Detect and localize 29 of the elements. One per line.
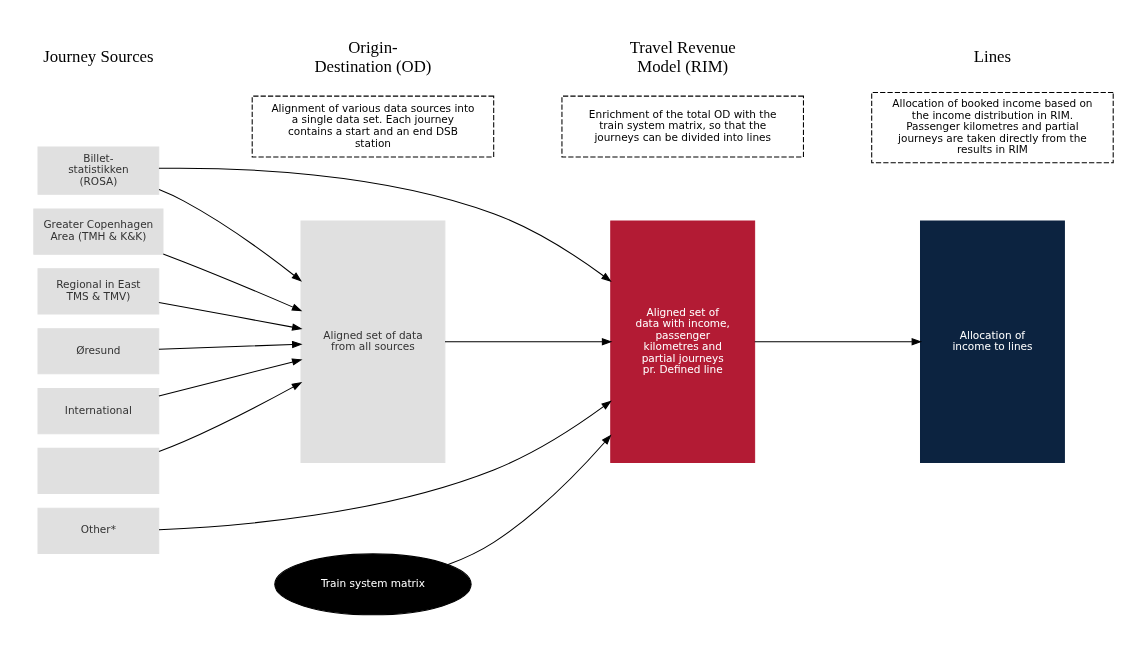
arrow bbox=[158, 167, 612, 282]
node-box: Aligned set of data from all sources bbox=[300, 220, 446, 463]
arrow bbox=[447, 433, 612, 565]
arrow bbox=[158, 399, 612, 530]
arrow bbox=[158, 188, 302, 282]
node-box: Other* bbox=[37, 507, 160, 554]
node-box: Aligned set of data with income, passenger kilometres and partial journeys pr. Defined line bbox=[610, 220, 756, 463]
arrow bbox=[162, 253, 303, 311]
node-box: Allocation of booked income based on the income distribution in RIM. Passenger kilometres and partial journeys are taken directly from the results in RIM bbox=[871, 91, 1114, 163]
node-box: Øresund bbox=[37, 327, 160, 374]
label: Lines bbox=[973, 46, 1012, 66]
arrow bbox=[444, 337, 613, 345]
label: Origin-Destination (OD) bbox=[314, 37, 432, 76]
node-ellipse: Train system matrix bbox=[274, 552, 472, 615]
arrow bbox=[754, 337, 923, 345]
arrow bbox=[158, 340, 303, 350]
label: Travel Revenue Model (RIM) bbox=[629, 37, 736, 76]
node-box: Allocation of income to lines bbox=[920, 220, 1065, 463]
node-box bbox=[37, 447, 160, 494]
node-box: Greater Copenhagen Area (TMH & K&K) bbox=[33, 207, 164, 255]
node-box: International bbox=[37, 387, 160, 434]
node-box: Enrichment of the total OD with the train system matrix, so that the journeys can be divided into lines bbox=[561, 95, 804, 158]
node-box: Alignment of various data sources into a single data set. Each journey contains a start and an end DSB station bbox=[251, 95, 495, 158]
arrow bbox=[158, 381, 303, 452]
arrow bbox=[158, 357, 303, 396]
label: Journey Sources bbox=[43, 46, 154, 66]
node-box: Regional in East TMS & TMV) bbox=[37, 267, 160, 314]
arrow bbox=[158, 301, 303, 331]
node-box: Billet-statistikken (ROSA) bbox=[37, 146, 160, 195]
